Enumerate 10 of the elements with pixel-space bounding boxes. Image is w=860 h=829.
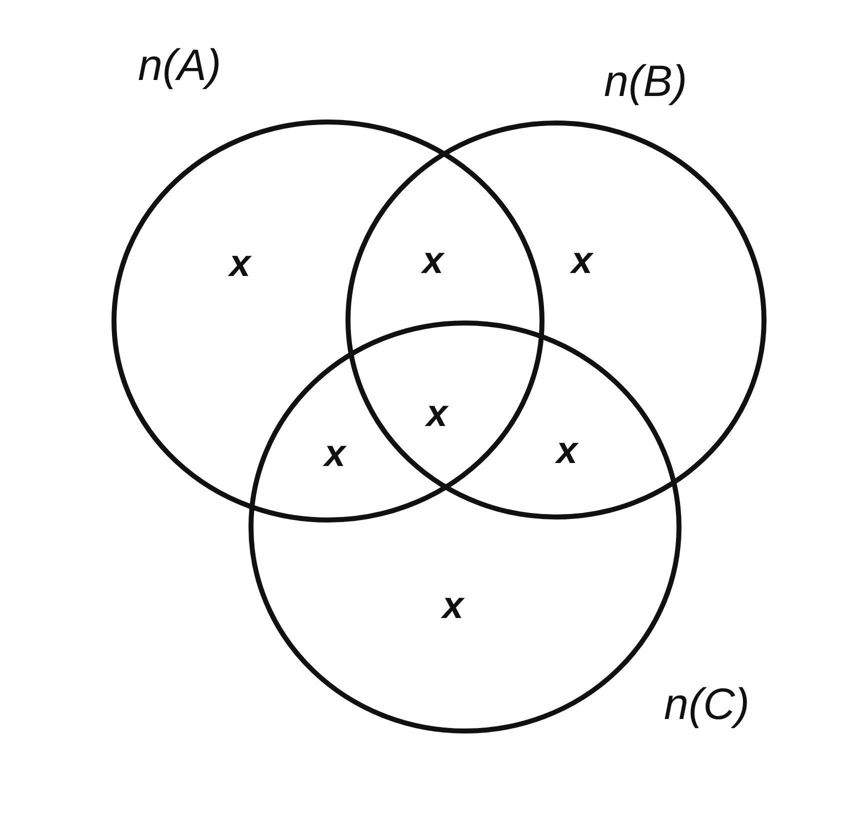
set-label: n(B) [604,60,688,104]
region-mark: x [571,242,593,280]
region-mark: x [229,245,251,284]
region-mark: x [426,395,448,434]
set-label: n(A) [138,44,222,88]
region-mark: x [442,587,464,626]
region-mark: x [422,242,444,280]
set-label: n(C) [664,683,750,727]
region-mark: x [556,432,578,470]
region-mark: x [324,435,346,474]
